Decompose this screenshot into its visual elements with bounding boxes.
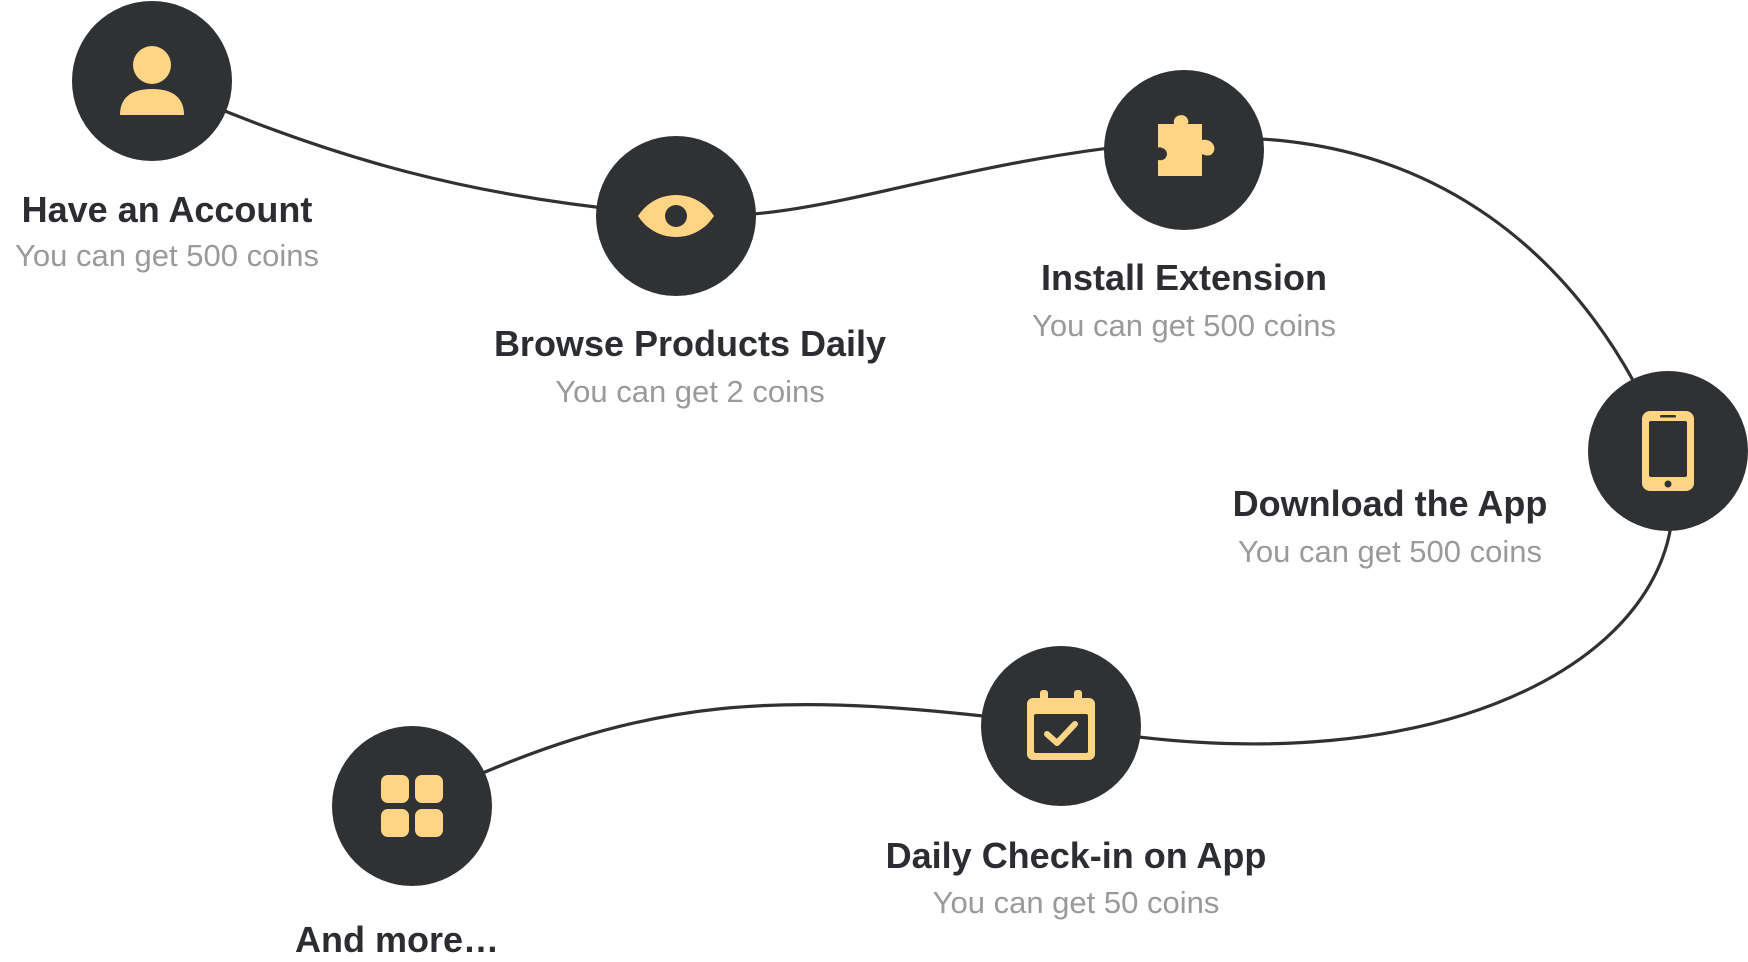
phone-icon xyxy=(1638,409,1698,493)
puzzle-icon xyxy=(1144,110,1224,190)
calendar-check-icon xyxy=(1023,688,1099,764)
step-node-more xyxy=(332,726,492,886)
step-subtitle-extension: You can get 500 coins xyxy=(1032,308,1336,343)
step-title-app: Download the App xyxy=(1232,483,1548,524)
step-subtitle-browse: You can get 2 coins xyxy=(555,374,825,409)
apps-grid-icon xyxy=(379,773,445,839)
step-node-app xyxy=(1588,371,1748,531)
user-icon xyxy=(112,41,192,121)
step-title-account: Have an Account xyxy=(21,189,313,230)
step-node-checkin xyxy=(981,646,1141,806)
step-subtitle-account: You can get 500 coins xyxy=(15,238,319,273)
step-node-browse xyxy=(596,136,756,296)
step-node-extension xyxy=(1104,70,1264,230)
step-subtitle-checkin: You can get 50 coins xyxy=(932,885,1220,920)
step-title-checkin: Daily Check-in on App xyxy=(885,835,1267,876)
step-subtitle-app: You can get 500 coins xyxy=(1238,534,1542,569)
step-title-extension: Install Extension xyxy=(1040,257,1328,298)
eye-icon xyxy=(636,186,716,246)
step-title-more: And more… xyxy=(294,919,500,960)
step-title-browse: Browse Products Daily xyxy=(493,323,887,364)
step-node-account xyxy=(72,1,232,161)
